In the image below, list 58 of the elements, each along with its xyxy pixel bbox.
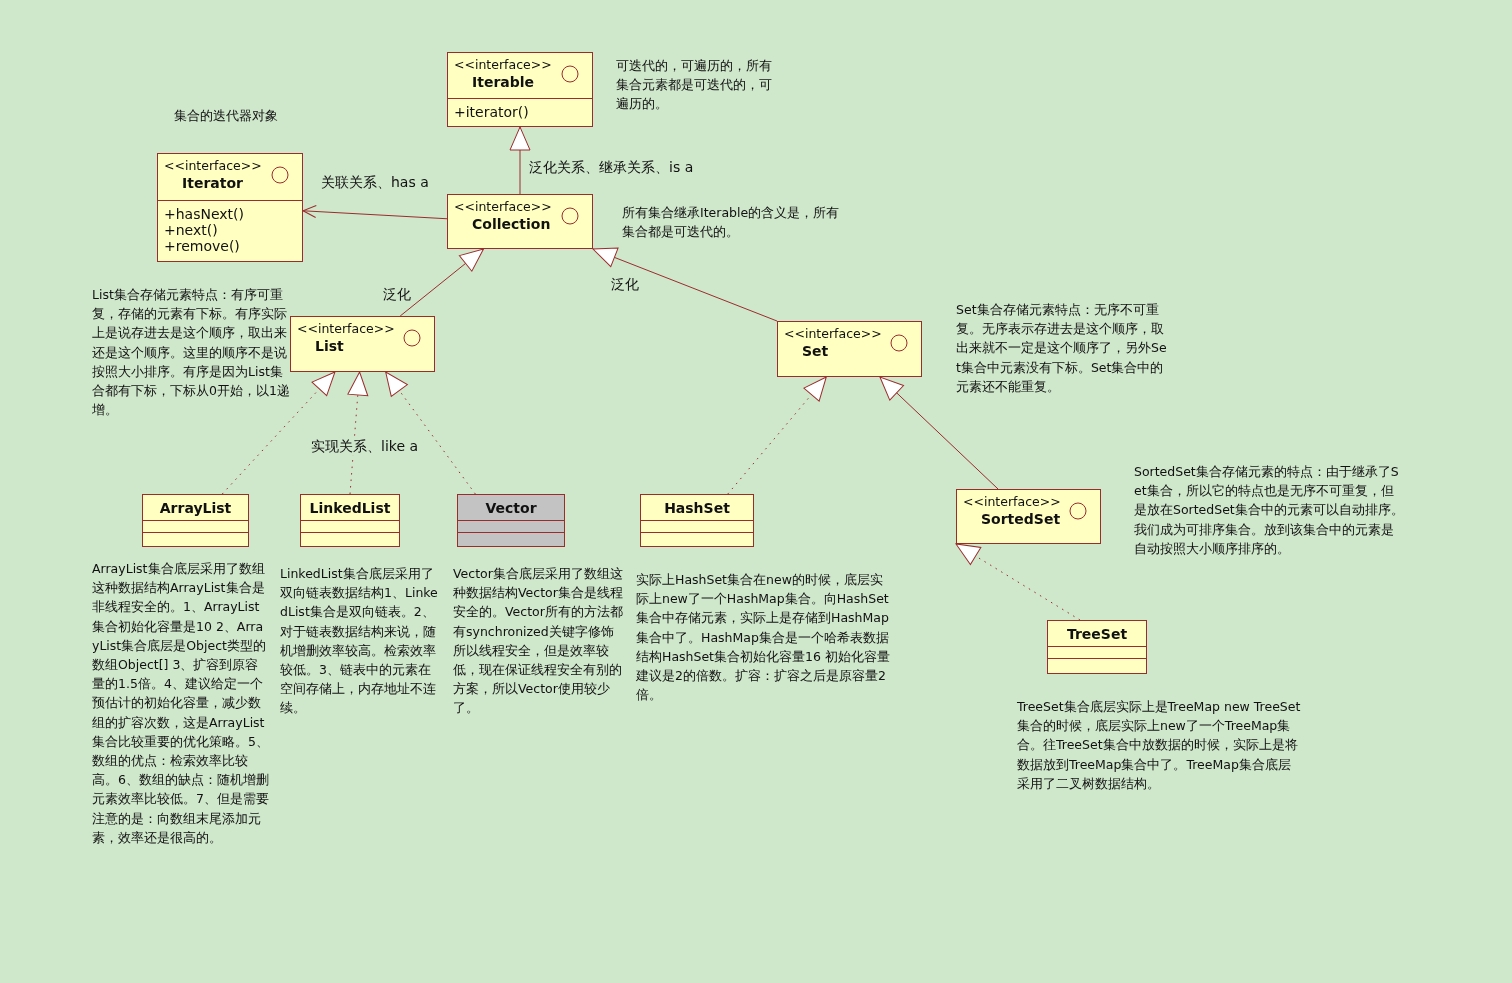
generalization-arrow — [509, 126, 531, 195]
class-name: LinkedList — [308, 500, 392, 516]
note-text: LinkedList集合底层采用了双向链表数据结构1、LinkedList集合是双向链表。2、对于链表数据结构来说，随机增删效率较高。检索效率较低。3、链表中的元素在空间存储上，内存地址不连续。 — [280, 565, 439, 718]
class-name: Iterable — [472, 74, 535, 90]
realization-arrow — [955, 543, 1081, 621]
class-box — [457, 494, 565, 547]
class-name: Vector — [484, 500, 538, 516]
association-arrow — [302, 205, 448, 220]
note-text: Set集合存储元素特点：无序不可重复。无序表示存进去是这个顺序，取出来就不一定是这个顺序了，另外Set集合中元素没有下标。Set集合中的元素还不能重复。 — [956, 301, 1168, 396]
note-text: Vector集合底层采用了数组这种数据结构Vector集合是线程安全的。Vector所有的方法都有synchronized关键字修饰所以线程安全，但是效率较低，现在保证线程安全有别的方案，所以Vector使用较少了。 — [453, 565, 624, 718]
stereotype-label: <<interface>> — [297, 321, 395, 337]
stereotype-label: <<interface>> — [164, 158, 262, 174]
note-text: 可迭代的，可遍历的，所有集合元素都是可迭代的，可遍历的。 — [616, 57, 773, 114]
edge-label: 泛化 — [383, 286, 411, 303]
edge-label: 关联关系、has a — [321, 174, 429, 191]
note-text: ArrayList集合底层采用了数组这种数据结构ArrayList集合是非线程安全的。1、ArrayList集合初始化容量是10 2、ArrayList集合底层是Object类型的数组Object[] 3、扩容到原容量的1.5倍。4、建议给定一个预估计的初始化容量，减少数组的扩容次数，这是ArrayList集合比较重要的优化策略。5、数组的优点：检索效率比较高。6、数组的缺点：随机增删元素效率比较低。7、但是需要注意的是：向数组末尾添加元素，效率还是很高的。 — [92, 560, 270, 847]
class-box — [1047, 620, 1147, 674]
method-label: +hasNext() — [163, 206, 245, 222]
realization-arrow — [347, 371, 369, 495]
interface-box — [447, 194, 593, 249]
stereotype-label: <<interface>> — [963, 494, 1061, 510]
note-text: 集合的迭代器对象 — [174, 107, 279, 125]
interface-box — [290, 316, 435, 372]
stereotype-label: <<interface>> — [784, 326, 882, 342]
class-name: HashSet — [663, 500, 731, 516]
interface-box — [157, 153, 303, 262]
note-text: SortedSet集合存储元素的特点：由于继承了Set集合，所以它的特点也是无序不可重复，但是放在SortedSet集合中的元素可以自动排序。我们成为可排序集合。放到该集合中的元素是自动按照大小顺序排序的。 — [1134, 463, 1404, 558]
note-text: List集合存储元素特点：有序可重复，存储的元素有下标。有序实际上是说存进去是这个顺序，取出来还是这个顺序。这里的顺序不是说按照大小排序。有序是因为List集合都有下标，下标从0开始，以1递增。 — [92, 286, 290, 420]
class-name: Set — [802, 343, 829, 359]
class-name: Collection — [472, 216, 551, 232]
class-box — [640, 494, 754, 547]
generalization-arrow — [399, 248, 484, 317]
class-name: Iterator — [182, 175, 243, 191]
realization-arrow — [385, 371, 476, 495]
class-box — [300, 494, 400, 547]
method-label: +iterator() — [453, 104, 530, 120]
generalization-arrow — [879, 376, 999, 490]
edge-label: 泛化关系、继承关系、is a — [529, 159, 694, 176]
class-name: SortedSet — [981, 511, 1061, 527]
interface-box — [447, 52, 593, 127]
note-text: TreeSet集合底层实际上是TreeMap new TreeSet集合的时候，底层实际上new了一个TreeMap集合。往TreeSet集合中放数据的时候，实际上是将数据放到TreeMap集合中了。TreeMap集合底层采用了二叉树数据结构。 — [1017, 698, 1302, 793]
note-text: 所有集合继承Iterable的含义是，所有集合都是可迭代的。 — [622, 204, 841, 242]
method-label: +next() — [163, 222, 219, 238]
interface-box — [777, 321, 922, 377]
stereotype-label: <<interface>> — [454, 57, 552, 73]
edge-label: 实现关系、like a — [311, 438, 419, 455]
edge-label: 泛化 — [611, 276, 639, 293]
stereotype-label: <<interface>> — [454, 199, 552, 215]
method-label: +remove() — [163, 238, 241, 254]
interface-box — [956, 489, 1101, 544]
class-name: ArrayList — [158, 500, 233, 516]
realization-arrow — [727, 376, 827, 495]
realization-arrow — [221, 371, 336, 495]
note-text: 实际上HashSet集合在new的时候，底层实际上new了一个HashMap集合。向HashSet集合中存储元素，实际上是存储到HashMap集合中了。HashMap集合是一个哈希表数据结构HashSet集合初始化容量16 初始化容量建议是2的倍数。扩容：扩容之后是原容量2倍。 — [636, 571, 891, 705]
class-name: List — [315, 338, 344, 354]
generalization-arrow — [592, 247, 778, 322]
class-box — [142, 494, 249, 547]
class-name: TreeSet — [1065, 626, 1129, 642]
